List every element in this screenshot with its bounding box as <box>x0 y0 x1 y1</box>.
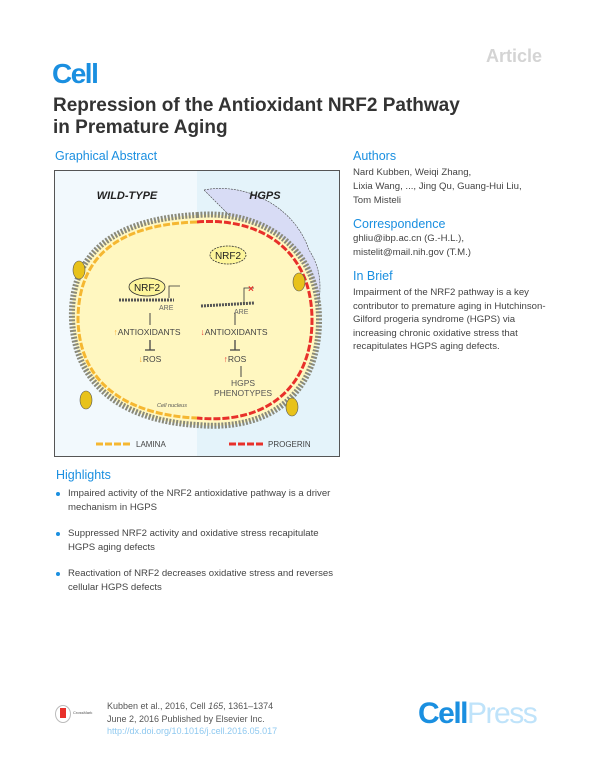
crossmark-icon[interactable] <box>55 705 71 723</box>
are-wt: ARE <box>159 305 174 312</box>
lamina-line <box>76 220 198 420</box>
wild-type-label: WILD-TYPE <box>97 190 158 202</box>
phenotypes-line1: HGPS <box>231 378 255 388</box>
antioxidants-hgps: ↓ANTIOXIDANTS <box>200 327 267 337</box>
author-line: Tom Misteli <box>353 195 401 206</box>
author-line: Nard Kubben, Weiqi Zhang, <box>353 167 472 178</box>
nuclear-pores <box>72 260 306 417</box>
journal-logo: Cell <box>52 58 99 89</box>
phenotypes-line2: PHENOTYPES <box>214 388 272 398</box>
authors-section: Authors Nard Kubben, Weiqi Zhang, Lixia … <box>353 149 563 354</box>
paper-title: Repression of the Antioxidant NRF2 Pathw… <box>53 95 460 138</box>
published-line: June 2, 2016 Published by Elsevier Inc. <box>107 713 265 724</box>
citation-line: Kubben et al., 2016, Cell 165, 1361–1374 <box>107 701 274 711</box>
graphical-abstract: WILD-TYPE HGPS NRF2 ARE NRF2 × ARE ↑ANTI… <box>54 170 340 457</box>
are-hgps: ARE <box>234 309 249 316</box>
ros-wt: ↓ROS <box>139 354 162 364</box>
nrf2-wt: NRF2 <box>134 283 161 294</box>
nucleus-label: Cell nucleus <box>157 403 187 409</box>
progerin-line <box>196 219 314 421</box>
nucleus <box>68 211 323 429</box>
doi-link[interactable]: http://dx.doi.org/10.1016/j.cell.2016.05… <box>107 726 278 736</box>
in-brief-heading: In Brief <box>353 269 393 283</box>
in-brief-text: Impairment of the NRF2 pathway is a key … <box>353 287 546 352</box>
email-link[interactable]: mistelit@mail.nih.gov (T.M.) <box>353 247 471 258</box>
email-link[interactable]: ghliu@ibp.ac.cn (G.-H.L.), <box>353 233 465 244</box>
highlight-item: Impaired activity of the NRF2 antioxidat… <box>56 487 336 515</box>
nrf2-hgps: NRF2 <box>215 251 242 262</box>
blocked-x-icon: × <box>248 284 254 295</box>
authors-heading: Authors <box>353 149 397 163</box>
crossmark-label: CrossMark <box>73 710 93 715</box>
hgps-label: HGPS <box>249 190 281 202</box>
highlights-section: Highlights Impaired activity of the NRF2… <box>56 468 336 607</box>
ros-hgps: ↑ROS <box>224 354 247 364</box>
author-line: Lixia Wang, ..., Jing Qu, Guang-Hui Liu, <box>353 181 522 192</box>
legend-lamina: LAMINA <box>136 440 166 449</box>
highlight-item: Suppressed NRF2 activity and oxidative s… <box>56 527 336 555</box>
cellpress-logo: CellPress <box>418 697 538 730</box>
bullet-icon <box>56 532 60 536</box>
graphical-abstract-heading: Graphical Abstract <box>55 149 158 163</box>
correspondence-heading: Correspondence <box>353 217 446 231</box>
highlight-item: Reactivation of NRF2 decreases oxidative… <box>56 567 336 595</box>
antioxidants-wt: ↑ANTIOXIDANTS <box>113 327 180 337</box>
article-type-label: Article <box>485 46 542 66</box>
legend-progerin: PROGERIN <box>268 440 311 449</box>
highlights-heading: Highlights <box>56 468 111 482</box>
citation-block: Kubben et al., 2016, Cell 165, 1361–1374… <box>107 700 277 738</box>
bullet-icon <box>56 572 60 576</box>
bullet-icon <box>56 492 60 496</box>
